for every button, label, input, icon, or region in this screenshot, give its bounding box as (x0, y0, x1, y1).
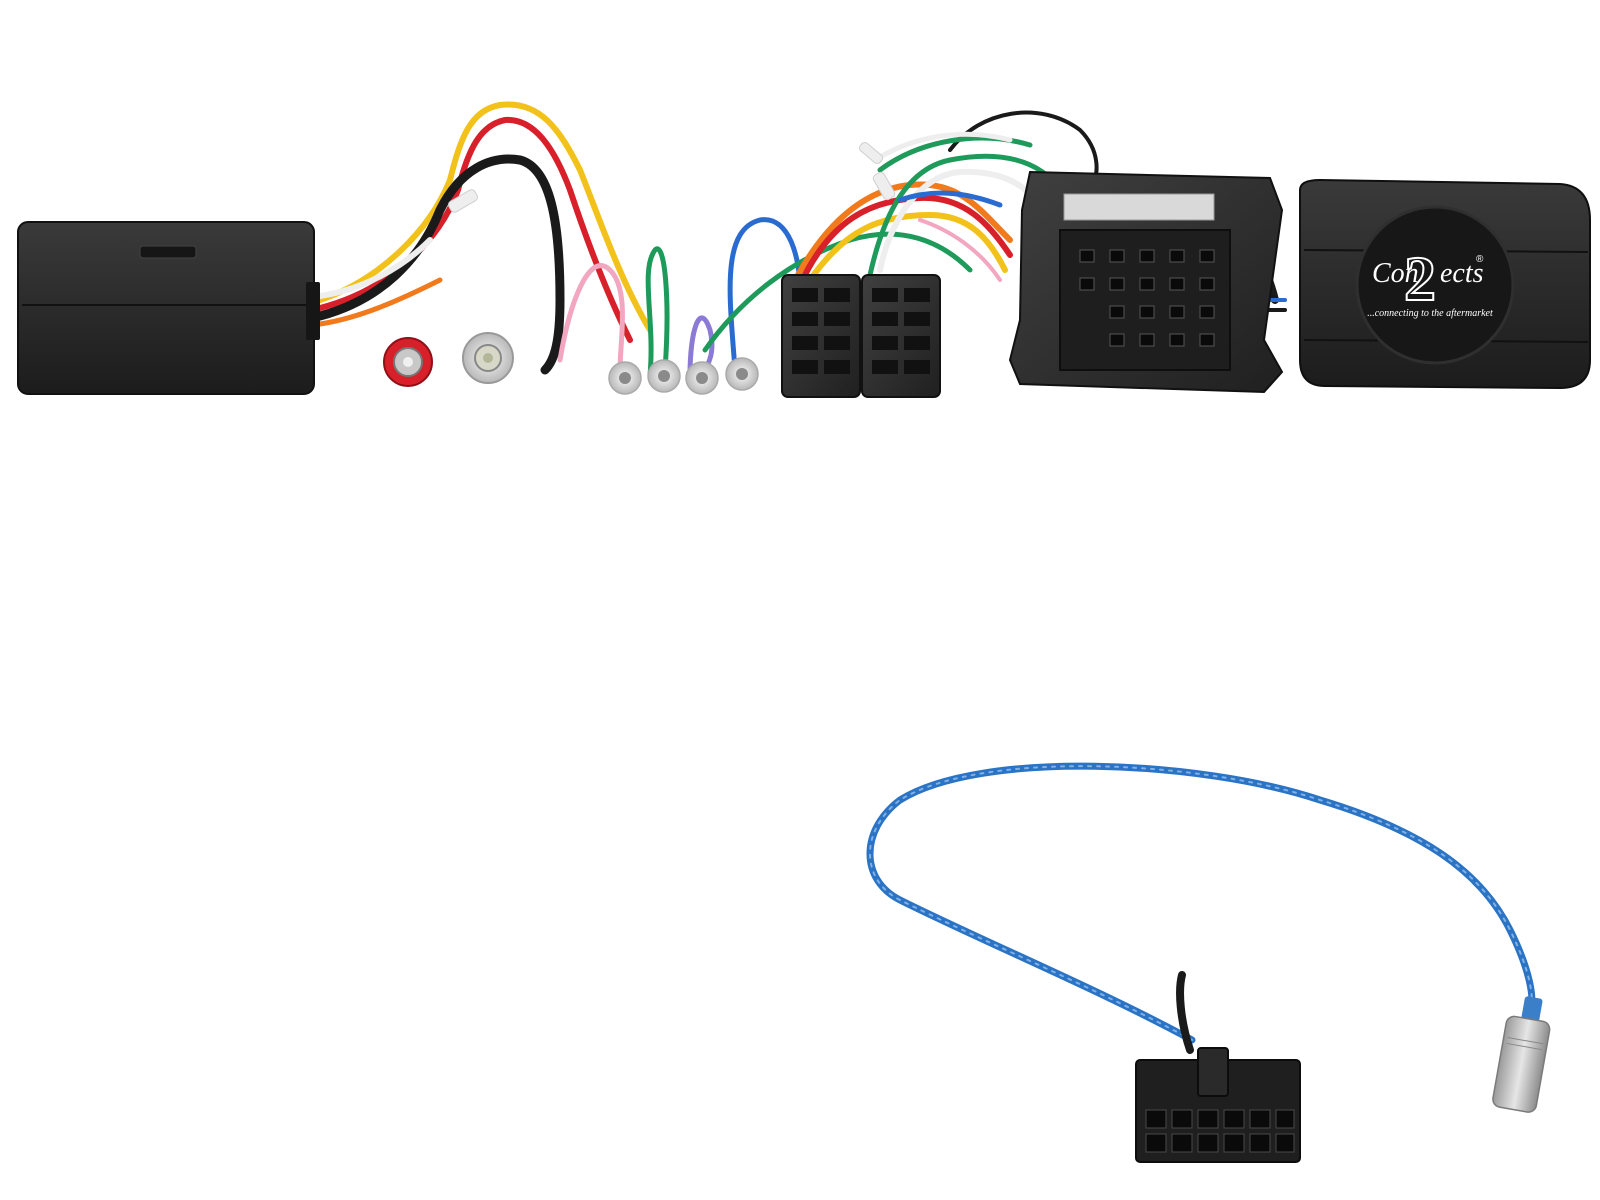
rca-plug-red (383, 337, 433, 387)
bullet-terminal (608, 361, 642, 395)
interface-box (17, 221, 320, 395)
wire-loom (315, 101, 1287, 378)
bullet-terminal (685, 361, 719, 395)
logo-registered: ® (1476, 254, 1484, 265)
iso-connector-left (781, 274, 861, 398)
quadlock-pins (1079, 249, 1215, 347)
steering-interface: 2 Con ects ® ...connecting to the afterm… (1299, 178, 1591, 390)
bullet-terminal (647, 359, 681, 393)
logo-numeral: 2 (1404, 243, 1436, 314)
antenna-adapter (866, 762, 1551, 1163)
bullet-terminals (608, 357, 759, 395)
iso-connector-right (861, 274, 941, 398)
multi-pin-plug (1135, 1047, 1301, 1163)
logo-brand-right: ects (1440, 258, 1484, 289)
connects2-logo: 2 Con ects ® ...connecting to the afterm… (1367, 242, 1493, 319)
rca-plug-white (462, 332, 514, 384)
logo-brand-left: Con (1372, 258, 1419, 289)
bullet-terminal (725, 357, 759, 391)
quadlock-connector (1008, 170, 1284, 394)
logo-tagline: ...connecting to the aftermarket (1367, 308, 1493, 319)
antenna-plug (1492, 996, 1551, 1113)
